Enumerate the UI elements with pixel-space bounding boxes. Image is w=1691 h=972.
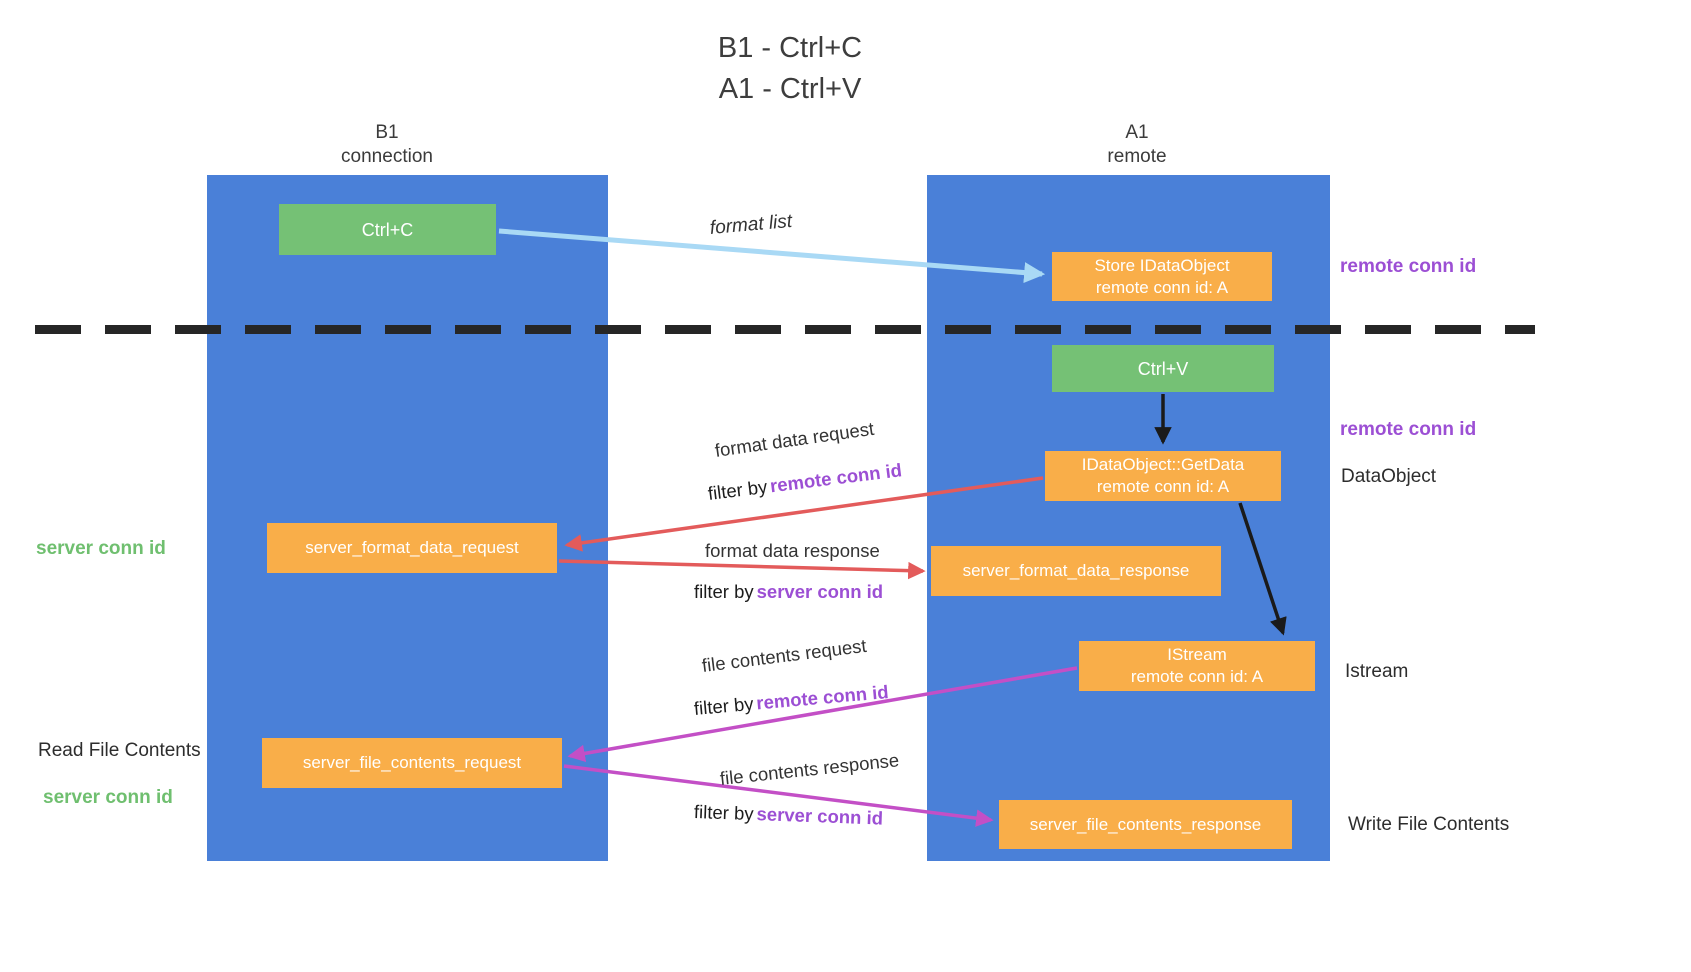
node-ctrl-v: Ctrl+V	[1052, 345, 1274, 392]
label-read-file-contents: Read File Contents	[38, 740, 201, 761]
node-idataobject-getdata: IDataObject::GetData remote conn id: A	[1045, 451, 1281, 501]
label-remote-conn-id-getdata: remote conn id	[1340, 419, 1477, 440]
node-ctrl-c: Ctrl+C	[279, 204, 496, 255]
node-store-idataobject: Store IDataObject remote conn id: A	[1052, 252, 1272, 301]
edge-label-filter-file-contents-request: filter byremote conn id	[693, 681, 889, 720]
filter-by-text-4: filter by	[693, 801, 754, 825]
edge-label-format-list: format list	[709, 210, 793, 239]
node-istream-line1: IStream	[1167, 645, 1227, 664]
node-store-idataobject-line1: Store IDataObject	[1094, 255, 1230, 275]
node-server-file-contents-request: server_file_contents_request	[262, 738, 562, 788]
filter-by-text-2: filter by	[694, 581, 754, 602]
label-dataobject: DataObject	[1341, 466, 1437, 487]
node-store-idataobject-line2: remote conn id: A	[1095, 277, 1229, 297]
node-server-format-data-request: server_format_data_request	[267, 523, 557, 573]
node-server-format-data-request-label: server_format_data_request	[305, 538, 519, 557]
filter-conn-id-4: server conn id	[756, 803, 884, 829]
label-write-file-contents: Write File Contents	[1348, 814, 1510, 835]
node-server-file-contents-request-label: server_file_contents_request	[302, 753, 522, 772]
label-server-conn-id-format: server conn id	[36, 538, 166, 559]
lane-header-b1: B1 connection	[277, 121, 497, 169]
edge-label-file-contents-request: file contents request	[700, 634, 868, 676]
filter-by-text-1: filter by	[706, 475, 769, 504]
lane-a1-subtitle: remote	[1107, 146, 1167, 167]
title-line2: A1 - Ctrl+V	[718, 73, 862, 105]
label-remote-conn-id-store: remote conn id	[1340, 256, 1477, 277]
node-server-format-data-response-label: server_format_data_response	[962, 561, 1190, 580]
node-server-format-data-response: server_format_data_response	[931, 546, 1221, 596]
filter-conn-id-2: server conn id	[756, 581, 884, 602]
lane-b1-subtitle: connection	[341, 146, 433, 167]
filter-conn-id-3: remote conn id	[755, 681, 890, 714]
label-istream: Istream	[1345, 661, 1409, 682]
filter-by-text-3: filter by	[693, 692, 755, 719]
edge-label-file-contents-response: file contents response	[718, 749, 901, 789]
edge-label-format-data-response: format data response	[705, 540, 880, 561]
node-server-file-contents-response: server_file_contents_response	[999, 800, 1292, 849]
edge-format-data-response-arrow	[558, 559, 926, 580]
node-idataobject-getdata-line1: IDataObject::GetData	[1081, 455, 1245, 474]
lane-a1-name: A1	[1125, 122, 1149, 143]
node-idataobject-getdata-line2: remote conn id: A	[1096, 477, 1230, 496]
title-line1: B1 - Ctrl+C	[717, 32, 863, 64]
diagram-title: B1 - Ctrl+C A1 - Ctrl+V	[620, 28, 960, 110]
filter-conn-id-1: remote conn id	[768, 459, 904, 497]
node-istream-line2: remote conn id: A	[1130, 667, 1264, 686]
node-server-file-contents-response-label: server_file_contents_response	[1029, 814, 1262, 834]
node-istream: IStream remote conn id: A	[1079, 641, 1315, 691]
edge-label-filter-format-data-request: filter byremote conn id	[707, 459, 903, 505]
node-ctrl-v-label: Ctrl+V	[1137, 358, 1189, 379]
edge-label-format-data-request: format data request	[713, 417, 876, 461]
label-server-conn-id-file: server conn id	[43, 787, 173, 808]
lane-header-a1: A1 remote	[1027, 121, 1247, 169]
lane-b1-name: B1	[375, 122, 399, 143]
session-divider-dashed-line	[35, 325, 1535, 334]
node-ctrl-c-label: Ctrl+C	[361, 219, 414, 240]
